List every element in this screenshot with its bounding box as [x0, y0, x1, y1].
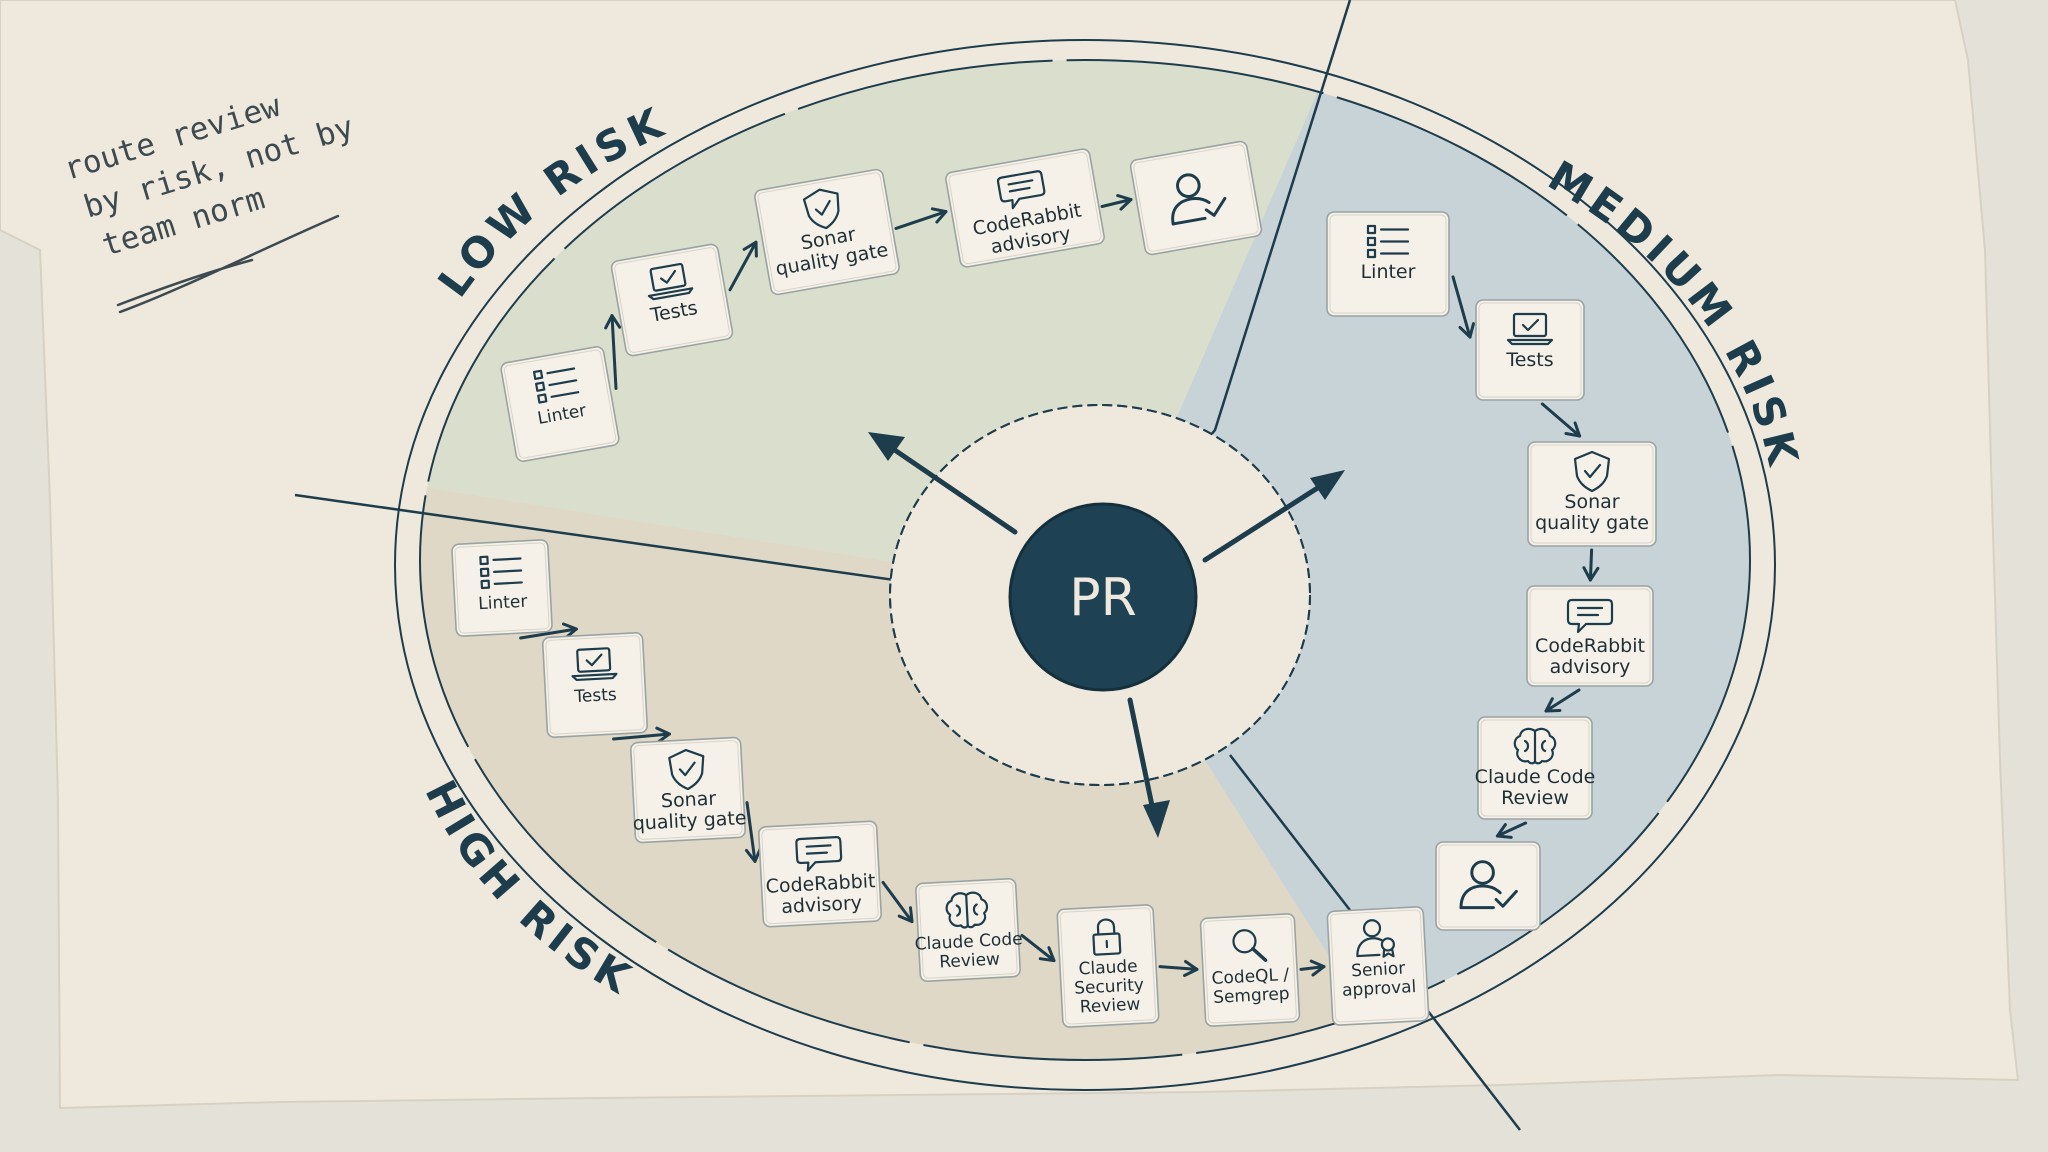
high-step-1[interactable]: Linter: [451, 539, 553, 637]
low-step-1[interactable]: Linter: [500, 346, 620, 463]
medium-step-6[interactable]: [1435, 841, 1541, 931]
person-badge-icon: [1356, 919, 1395, 958]
high-step-1-label: Linter: [478, 592, 528, 615]
low-step-2[interactable]: Tests: [610, 243, 734, 357]
high-step-4[interactable]: CodeRabbitadvisory: [758, 820, 882, 928]
inner-ring: [419, 59, 1751, 1061]
high-step-8-label: Seniorapproval: [1341, 958, 1417, 1001]
high-step-8[interactable]: Seniorapproval: [1326, 906, 1430, 1026]
person-check-icon: [1459, 860, 1518, 910]
shield-check-icon: [1573, 450, 1611, 493]
person-check-icon: [1171, 173, 1227, 226]
high-step-7-label: CodeQL /Semgrep: [1211, 965, 1291, 1008]
speech-bubble-icon: [996, 170, 1046, 210]
high-step-6-label: ClaudeSecurityReview: [1073, 956, 1146, 1018]
medium-step-2-label: Tests: [1505, 349, 1553, 371]
checklist-icon: [1366, 224, 1410, 259]
shield-check-icon: [668, 748, 705, 791]
medium-step-1-label: Linter: [1361, 261, 1416, 283]
laptop-check-icon: [1506, 312, 1554, 346]
high-step-3[interactable]: Sonarquality gate: [629, 736, 748, 844]
divider-low-high: [294, 493, 1001, 597]
medium-step-1[interactable]: Linter: [1326, 211, 1450, 317]
shield-check-icon: [802, 188, 840, 230]
outer-ring: [394, 39, 1776, 1091]
flow-arrows: [519, 194, 1600, 977]
checklist-icon: [532, 367, 580, 404]
high-step-2[interactable]: Tests: [542, 632, 648, 738]
high-step-4-label: CodeRabbitadvisory: [765, 870, 877, 919]
laptop-check-icon: [647, 262, 694, 301]
high-step-2-label: Tests: [573, 685, 617, 707]
magnifier-icon: [1232, 929, 1268, 962]
low-step-3[interactable]: Sonarquality gate: [754, 168, 900, 296]
high-step-6[interactable]: ClaudeSecurityReview: [1056, 904, 1160, 1028]
brain-icon: [945, 891, 989, 929]
routing-arrows: [868, 432, 1345, 838]
pr-label: PR: [1069, 568, 1137, 628]
padlock-icon: [1092, 918, 1122, 956]
medium-step-2[interactable]: Tests: [1475, 299, 1585, 401]
laptop-check-icon: [571, 647, 618, 682]
high-step-7[interactable]: CodeQL /Semgrep: [1199, 913, 1301, 1027]
low-step-5[interactable]: [1129, 140, 1263, 256]
hub-dashed-ring: [889, 404, 1311, 786]
low-step-4[interactable]: CodeRabbitadvisory: [945, 148, 1105, 268]
checklist-icon: [479, 555, 523, 590]
speech-bubble-icon: [1566, 598, 1614, 634]
high-step-5[interactable]: Claude CodeReview: [912, 878, 1025, 982]
speech-bubble-icon: [795, 836, 843, 872]
brain-icon: [1513, 727, 1557, 765]
note-underline: [116, 214, 340, 314]
pr-node[interactable]: [1008, 502, 1198, 692]
